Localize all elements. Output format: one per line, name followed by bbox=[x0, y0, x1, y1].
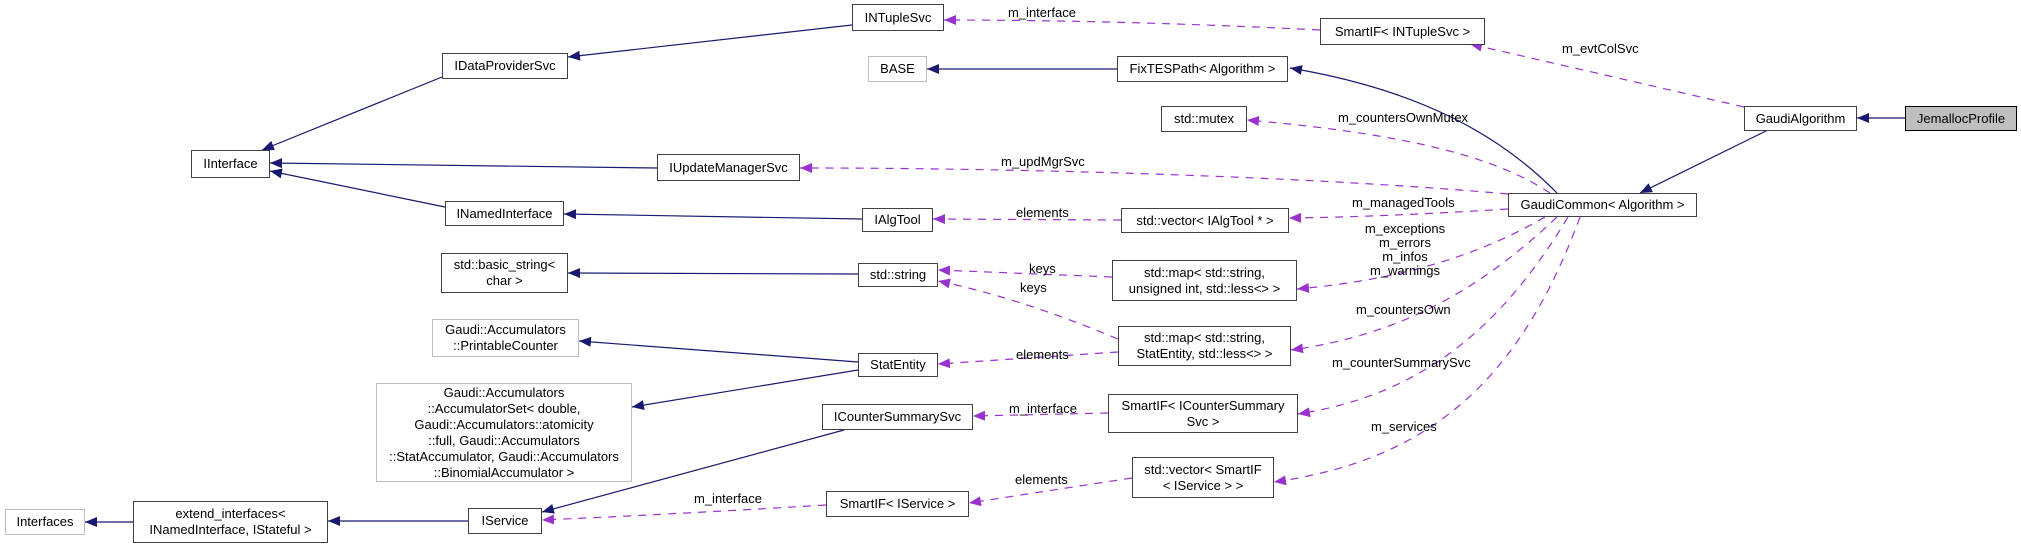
node-smartif-iservice[interactable]: SmartIF< IService > bbox=[826, 491, 969, 517]
label-message-counters: m_exceptions m_errors m_infos m_warnings bbox=[1364, 221, 1446, 278]
node-std-mutex[interactable]: std::mutex bbox=[1161, 106, 1247, 132]
edge-member-gaudicommon-vectorialgtool bbox=[1288, 208, 1509, 223]
edge-member-vectorsmartifiservice-smartifiservice bbox=[968, 477, 1133, 507]
node-ialgtool[interactable]: IAlgTool bbox=[862, 208, 933, 232]
node-iupdatemanagersvc[interactable]: IUpdateManagerSvc bbox=[657, 154, 800, 181]
label-m-evtcolsvc: m_evtColSvc bbox=[1562, 41, 1639, 56]
edge-inherit-idataprovidersvc-iinterface bbox=[261, 76, 443, 151]
label-keys-statentity: keys bbox=[1020, 280, 1047, 295]
node-smartif-icountersummarysvc[interactable]: SmartIF< ICounterSummary Svc > bbox=[1108, 394, 1298, 433]
edge-member-gaudicommon-vectorsmartifiservice bbox=[1273, 216, 1581, 486]
node-interfaces: Interfaces bbox=[5, 509, 85, 535]
edge-member-gaudicommon-smartificountersummarysvc bbox=[1297, 216, 1569, 418]
edge-inherit-icountersummarysvc-iservice bbox=[541, 429, 845, 514]
label-elements-statentity: elements bbox=[1016, 347, 1069, 362]
node-vector-ialgtool[interactable]: std::vector< IAlgTool * > bbox=[1121, 208, 1289, 233]
node-gaudialgorithm[interactable]: GaudiAlgorithm bbox=[1744, 106, 1857, 131]
node-printablecounter: Gaudi::Accumulators ::PrintableCounter bbox=[432, 319, 579, 357]
label-m-interface-intuplesvc: m_interface bbox=[1008, 5, 1076, 20]
edge-member-smartifiservice-iservice bbox=[541, 504, 827, 525]
edge-member-smartificountersummarysvc-icountersummarysvc bbox=[972, 410, 1109, 421]
label-m-interface-icountersummarysvc: m_interface bbox=[1009, 401, 1077, 416]
edge-member-vectorialgtool-ialgtool bbox=[932, 214, 1122, 225]
node-intuplesvc[interactable]: INTupleSvc bbox=[852, 4, 944, 31]
edge-inherit-gaudicommon-fixtespath bbox=[1289, 65, 1558, 194]
node-map-string-statentity[interactable]: std::map< std::string, StatEntity, std::… bbox=[1118, 326, 1291, 366]
node-smartif-intuplesvc[interactable]: SmartIF< INTupleSvc > bbox=[1320, 18, 1485, 45]
node-base: BASE bbox=[868, 56, 927, 82]
node-jemallocprofile: JemallocProfile bbox=[1905, 106, 2017, 131]
edge-member-gaudicommon-iupdatemanagersvc bbox=[799, 163, 1509, 195]
label-m-countersownmutex: m_countersOwnMutex bbox=[1338, 110, 1469, 125]
label-elements-ialgtool: elements bbox=[1016, 205, 1069, 220]
edge-member-gaudicommon-stdmutex bbox=[1246, 116, 1551, 194]
edge-inherit-statentity-accumulatorset bbox=[631, 369, 859, 410]
edge-inherit-ialgtool-inamedinterface bbox=[563, 209, 863, 220]
node-inamedinterface[interactable]: INamedInterface bbox=[445, 201, 564, 226]
node-icountersummarysvc[interactable]: ICounterSummarySvc bbox=[822, 404, 973, 430]
node-fixtespath-algorithm[interactable]: FixTESPath< Algorithm > bbox=[1117, 56, 1288, 82]
label-m-updmgrsvc: m_updMgrSvc bbox=[1001, 154, 1085, 169]
node-iservice[interactable]: IService bbox=[468, 508, 542, 534]
edge-inherit-iupdatemanagersvc-iinterface bbox=[269, 158, 658, 169]
edge-inherit-gaudialgorithm-gaudicommon bbox=[1639, 129, 1769, 194]
edge-member-mapstringuint-stdstring bbox=[937, 265, 1113, 278]
edge-inherit-intuplesvc-idataprovidersvc bbox=[567, 24, 853, 61]
node-map-string-uint[interactable]: std::map< std::string, unsigned int, std… bbox=[1112, 260, 1297, 301]
edge-member-smartifintuplesvc-intuplesvc bbox=[943, 15, 1321, 31]
node-std-string[interactable]: std::string bbox=[858, 263, 938, 287]
edge-inherit-stdstring-basicstring bbox=[567, 268, 859, 279]
edge-inherit-inamedinterface-iinterface bbox=[269, 168, 446, 208]
label-m-countersummarysvc: m_counterSummarySvc bbox=[1332, 355, 1471, 370]
label-keys-uint: keys bbox=[1029, 261, 1056, 276]
label-m-interface-iservice: m_interface bbox=[694, 491, 762, 506]
edge-inherit-statentity-printablecounter bbox=[578, 336, 859, 363]
node-idataprovidersvc[interactable]: IDataProviderSvc bbox=[442, 53, 568, 79]
node-gaudicommon-algorithm[interactable]: GaudiCommon< Algorithm > bbox=[1508, 193, 1697, 217]
node-statentity[interactable]: StatEntity bbox=[858, 353, 938, 377]
node-std-basic-string-char[interactable]: std::basic_string< char > bbox=[441, 253, 568, 293]
edge-member-gaudialgorithm-smartifintuplesvc bbox=[1469, 41, 1745, 108]
label-m-countersown: m_countersOwn bbox=[1356, 302, 1451, 317]
node-vector-smartif-iservice[interactable]: std::vector< SmartIF < IService > > bbox=[1132, 457, 1274, 498]
node-iinterface[interactable]: IInterface bbox=[191, 150, 270, 178]
node-extend-interfaces[interactable]: extend_interfaces< INamedInterface, ISta… bbox=[133, 501, 328, 543]
edge-member-mapstringstatentity-stdstring bbox=[937, 278, 1119, 340]
label-m-services: m_services bbox=[1371, 419, 1437, 434]
edge-member-gaudicommon-mapstringstatentity bbox=[1290, 216, 1558, 354]
edge-member-mapstringstatentity-statentity bbox=[937, 351, 1119, 369]
node-accumulatorset: Gaudi::Accumulators ::AccumulatorSet< do… bbox=[376, 383, 632, 482]
label-m-managedtools: m_managedTools bbox=[1352, 195, 1455, 210]
label-elements-smartifiservice: elements bbox=[1015, 472, 1068, 487]
